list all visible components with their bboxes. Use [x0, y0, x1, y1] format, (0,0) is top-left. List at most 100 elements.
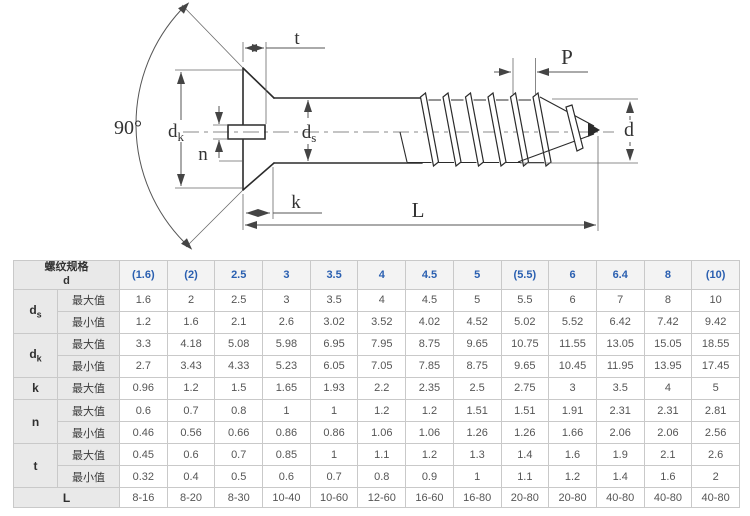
- value-cell: 18.55: [691, 332, 740, 356]
- value-cell: 0.56: [166, 421, 216, 445]
- value-cell: 4: [357, 288, 407, 312]
- t-label: t: [294, 28, 300, 49]
- value-cell: 7.05: [357, 354, 407, 378]
- value-cell: 5.02: [500, 310, 550, 334]
- dim-t: t: [242, 28, 325, 124]
- value-cell: 10-40: [262, 487, 311, 508]
- value-cell: 2.06: [595, 421, 645, 445]
- value-cell: 11.55: [548, 332, 597, 356]
- value-cell: 5: [691, 376, 740, 401]
- value-cell: 3.52: [357, 310, 407, 334]
- value-cell: 5.5: [500, 288, 550, 312]
- value-cell: 1.51: [500, 399, 550, 423]
- value-cell: 1: [309, 443, 359, 467]
- value-cell: 1.2: [548, 465, 597, 489]
- value-cell: 1.6: [643, 465, 693, 489]
- limit-cell: 最小值: [57, 421, 120, 445]
- value-cell: 2.5: [214, 288, 264, 312]
- value-cell: 1.2: [405, 443, 454, 467]
- dim-countersink-angle: 90°: [114, 2, 244, 250]
- value-cell: 2.7: [119, 354, 168, 378]
- value-cell: 9.65: [452, 332, 502, 356]
- header-size-cell: 2.5: [214, 260, 264, 290]
- value-cell: 1.06: [405, 421, 454, 445]
- value-cell: 40-80: [595, 487, 645, 508]
- value-cell: 2.56: [691, 421, 740, 445]
- value-cell: 1: [452, 465, 502, 489]
- p-label: P: [561, 45, 573, 69]
- limit-cell: 最大值: [57, 376, 120, 401]
- screw-threads: [399, 91, 552, 168]
- param-cell: dk: [13, 332, 58, 378]
- dim-ds: ds: [302, 100, 317, 161]
- value-cell: 0.8: [214, 399, 264, 423]
- value-cell: 8: [643, 288, 693, 312]
- value-cell: 2.75: [500, 376, 550, 401]
- value-cell: 3.3: [119, 332, 168, 356]
- header-size-cell: (5.5): [500, 260, 550, 290]
- header-size-cell: (10): [691, 260, 740, 290]
- value-cell: 0.9: [405, 465, 454, 489]
- value-cell: 2.1: [643, 443, 693, 467]
- header-size-cell: 4: [357, 260, 407, 290]
- value-cell: 10-60: [309, 487, 359, 508]
- value-cell: 3.02: [309, 310, 359, 334]
- length-label-cell: L: [13, 487, 120, 508]
- header-size-cell: 4.5: [405, 260, 454, 290]
- value-cell: 8-20: [166, 487, 216, 508]
- value-cell: 40-80: [643, 487, 693, 508]
- value-cell: 1.66: [548, 421, 597, 445]
- value-cell: 1.65: [262, 376, 311, 401]
- value-cell: 0.85: [262, 443, 311, 467]
- dim-dk: dk: [168, 69, 242, 189]
- value-cell: 0.6: [166, 443, 216, 467]
- param-cell: t: [13, 443, 58, 489]
- value-cell: 3: [548, 376, 597, 401]
- value-cell: 4.02: [405, 310, 454, 334]
- value-cell: 4.52: [452, 310, 502, 334]
- value-cell: 0.7: [214, 443, 264, 467]
- value-cell: 2.5: [452, 376, 502, 401]
- value-cell: 2: [166, 288, 216, 312]
- screw-tip: [517, 96, 600, 163]
- param-cell: ds: [13, 288, 58, 334]
- dim-n: n: [198, 106, 242, 165]
- value-cell: 4: [643, 376, 693, 401]
- limit-cell: 最小值: [57, 354, 120, 378]
- value-cell: 1.4: [595, 465, 645, 489]
- value-cell: 1.4: [500, 443, 550, 467]
- value-cell: 1.6: [119, 288, 168, 312]
- value-cell: 1.3: [452, 443, 502, 467]
- value-cell: 0.6: [119, 399, 168, 423]
- thread-runout: [399, 131, 408, 163]
- value-cell: 1.26: [452, 421, 502, 445]
- value-cell: 1.1: [500, 465, 550, 489]
- value-cell: 0.5: [214, 465, 264, 489]
- ds-label: ds: [302, 122, 317, 145]
- header-size-cell: 3.5: [309, 260, 359, 290]
- value-cell: 1.6: [166, 310, 216, 334]
- value-cell: 8-30: [214, 487, 264, 508]
- limit-cell: 最大值: [57, 332, 120, 356]
- value-cell: 11.95: [595, 354, 645, 378]
- param-cell: n: [13, 399, 58, 445]
- header-size-cell: (1.6): [119, 260, 168, 290]
- param-cell: k: [13, 376, 58, 401]
- value-cell: 1: [262, 399, 311, 423]
- value-cell: 7: [595, 288, 645, 312]
- dim-l: L: [242, 136, 599, 231]
- value-cell: 6: [548, 288, 597, 312]
- value-cell: 1.2: [166, 376, 216, 401]
- value-cell: 0.4: [166, 465, 216, 489]
- value-cell: 5.08: [214, 332, 264, 356]
- value-cell: 8.75: [452, 354, 502, 378]
- value-cell: 5.23: [262, 354, 311, 378]
- value-cell: 1.9: [595, 443, 645, 467]
